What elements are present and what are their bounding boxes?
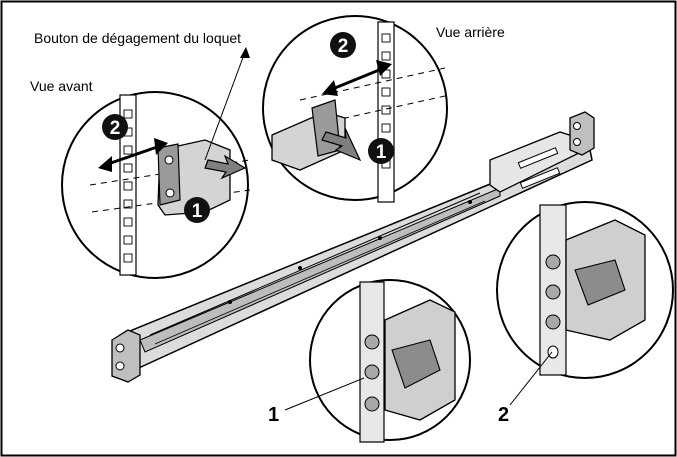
callout-1-leader [284, 377, 365, 411]
latch-detail-1 [309, 279, 471, 443]
sliding-rail [111, 111, 595, 383]
release-button-leader [204, 51, 246, 161]
front-step-2-badge: 2 [102, 114, 128, 140]
rear-view-label: Vue arrière [436, 24, 505, 40]
front-view-detail [61, 91, 251, 279]
release-button-label: Bouton de dégagement du loquet [34, 30, 242, 46]
svg-text:1: 1 [192, 201, 203, 222]
rear-step-2-badge: 2 [330, 32, 356, 58]
svg-text:1: 1 [376, 142, 387, 163]
svg-text:2: 2 [338, 36, 349, 57]
svg-text:2: 2 [110, 118, 121, 139]
callout-2-leader [509, 351, 553, 406]
rear-step-1-badge: 1 [368, 138, 394, 164]
callout-2-label: 2 [498, 404, 510, 426]
release-button-leader-head [240, 47, 250, 58]
front-view-label: Vue avant [30, 78, 93, 94]
rear-view-detail [262, 15, 448, 203]
latch-detail-2 [496, 201, 674, 379]
callout-1-label: 1 [268, 404, 280, 426]
front-step-1-badge: 1 [184, 197, 210, 223]
